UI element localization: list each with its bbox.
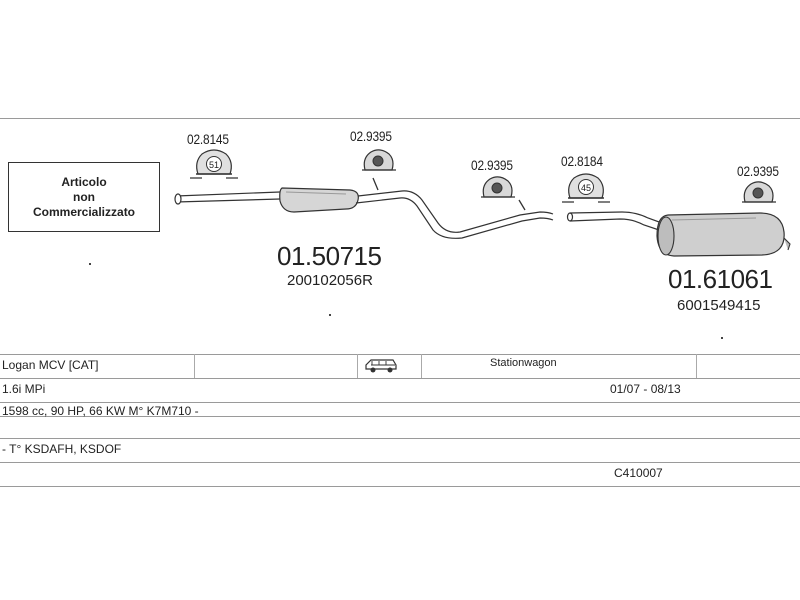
pipe-rear xyxy=(566,211,671,234)
mount-badge-51: 51 xyxy=(209,160,219,170)
table-divider xyxy=(357,354,358,378)
not-commercialized-line: Articolo xyxy=(61,174,107,189)
accessory-code[interactable]: 02.8184 xyxy=(561,153,603,169)
table-border xyxy=(0,462,800,463)
table-border xyxy=(0,416,800,417)
table-divider xyxy=(194,354,195,378)
part-code[interactable]: 01.61061 xyxy=(668,264,773,294)
pipe-middle xyxy=(355,190,554,239)
print-dot xyxy=(329,314,331,316)
clamp-icon xyxy=(362,149,396,171)
pipe-front xyxy=(174,191,281,205)
not-commercialized-line: Commercializzato xyxy=(32,204,136,219)
rubber-mount-icon: 51 xyxy=(190,149,238,179)
hanger-pin-2 xyxy=(518,199,526,211)
mount-badge-45: 45 xyxy=(581,183,591,193)
body-type: Stationwagon xyxy=(490,357,557,369)
print-dot xyxy=(721,337,723,339)
part-code[interactable]: 01.50715 xyxy=(277,241,382,271)
table-border xyxy=(0,354,800,355)
table-border xyxy=(0,378,800,379)
clamp-icon xyxy=(481,176,515,198)
accessory-code[interactable]: 02.9395 xyxy=(350,128,392,144)
front-muffler xyxy=(279,187,359,213)
table-border xyxy=(0,486,800,487)
engine-specs: 1598 cc, 90 HP, 66 KW M° K7M710 - xyxy=(2,404,199,418)
production-period: 01/07 - 08/13 xyxy=(610,382,681,396)
rear-muffler xyxy=(656,212,791,257)
table-divider xyxy=(696,354,697,378)
vehicle-model: Logan MCV [CAT] xyxy=(2,358,99,372)
not-commercialized-line: non xyxy=(73,189,95,204)
table-border xyxy=(0,438,800,439)
rubber-mount-icon: 45 xyxy=(562,173,610,203)
not-commercialized-box: Articolo non Commercializzato xyxy=(8,162,160,232)
accessory-code[interactable]: 02.8145 xyxy=(187,131,229,147)
table-border xyxy=(0,402,800,403)
engine-label: 1.6i MPi xyxy=(2,382,46,396)
catalog-code: C410007 xyxy=(614,466,663,480)
exhaust-diagram: 51 45 xyxy=(174,149,791,257)
table-divider xyxy=(421,354,422,378)
station-wagon-car-icon xyxy=(365,359,397,373)
accessory-code[interactable]: 02.9395 xyxy=(737,163,779,179)
clamp-icon xyxy=(742,181,776,203)
print-dot xyxy=(89,263,91,265)
oem-number: 200102056R xyxy=(287,272,373,289)
hanger-pin-1 xyxy=(372,177,379,191)
engine-notes: - T° KSDAFH, KSDOF xyxy=(2,442,122,456)
accessory-code[interactable]: 02.9395 xyxy=(471,157,513,173)
diagram-top-border xyxy=(0,118,800,119)
oem-number: 6001549415 xyxy=(677,297,761,314)
